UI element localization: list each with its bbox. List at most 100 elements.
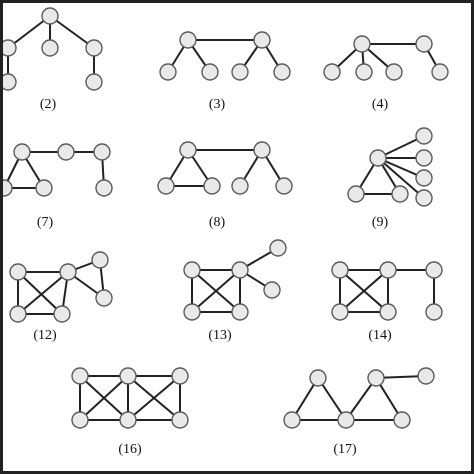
graph-16-edge <box>79 375 129 421</box>
graph-9-edge <box>377 157 425 199</box>
graph-9-node <box>415 149 433 167</box>
graph-2-node <box>0 73 17 91</box>
graph-3-node <box>231 63 249 81</box>
graph-13-edge <box>191 269 241 313</box>
graph-12-node <box>95 289 113 307</box>
graph-3-node <box>253 31 271 49</box>
graph-8 <box>157 141 293 195</box>
graph-13-node <box>231 261 249 279</box>
graph-3-node <box>159 63 177 81</box>
graph-14-node <box>425 303 443 321</box>
graph-4-node <box>385 63 403 81</box>
graph-13-node <box>183 303 201 321</box>
graph-14-node <box>331 303 349 321</box>
graph-8-node <box>231 177 249 195</box>
graph-label-2: (2) <box>39 97 57 112</box>
graph-label-12: (12) <box>33 328 57 343</box>
graph-12-node <box>59 263 77 281</box>
graph-label-16: (16) <box>118 442 142 457</box>
graph-8-node <box>179 141 197 159</box>
graph-16-node <box>171 411 189 429</box>
graph-9 <box>347 127 433 207</box>
graph-label-13: (13) <box>208 328 232 343</box>
graph-2 <box>0 7 103 91</box>
graph-8-node <box>275 177 293 195</box>
graph-17-node <box>367 369 385 387</box>
graph-9-node <box>415 189 433 207</box>
graph-16-node <box>71 367 89 385</box>
graph-7-node <box>13 143 31 161</box>
graph-3-node <box>179 31 197 49</box>
graph-17-node <box>417 367 435 385</box>
graph-12-node <box>9 305 27 323</box>
graph-4-node <box>355 63 373 81</box>
graph-13-node <box>183 261 201 279</box>
graph-2-node <box>85 39 103 57</box>
graph-12-node <box>53 305 71 323</box>
graph-2-node <box>41 7 59 25</box>
graph-7-node <box>95 179 113 197</box>
graph-16-node <box>71 411 89 429</box>
graph-16 <box>71 367 189 429</box>
graph-13-node <box>269 239 287 257</box>
graph-17 <box>283 367 435 429</box>
graph-7-node <box>35 179 53 197</box>
graph-12-node <box>91 251 109 269</box>
graph-8-node <box>203 177 221 195</box>
graph-label-17: (17) <box>333 442 357 457</box>
graph-9-node <box>347 185 365 203</box>
graph-2-node <box>85 73 103 91</box>
graph-13 <box>183 239 287 321</box>
graph-3 <box>159 31 291 81</box>
graph-14-node <box>379 303 397 321</box>
graph-3-node <box>201 63 219 81</box>
graph-4-node <box>415 35 433 53</box>
graph-16-edge <box>127 375 181 421</box>
graph-8-node <box>253 141 271 159</box>
graph-12-edge <box>17 271 63 315</box>
graph-17-node <box>309 369 327 387</box>
graph-label-14: (14) <box>368 328 392 343</box>
graph-4-node <box>353 35 371 53</box>
graph-2-node <box>41 39 59 57</box>
graph-12-node <box>9 263 27 281</box>
graph-7 <box>0 143 113 197</box>
graph-16-node <box>171 367 189 385</box>
graph-13-node <box>263 281 281 299</box>
graph-13-node <box>231 303 249 321</box>
graph-2-edge <box>7 15 51 49</box>
graph-9-node <box>415 169 433 187</box>
graph-17-node <box>337 411 355 429</box>
graph-14-node <box>331 261 349 279</box>
graph-7-node <box>0 179 13 197</box>
graph-4-node <box>431 63 449 81</box>
graph-label-9: (9) <box>371 215 389 230</box>
graph-12 <box>9 251 113 323</box>
graph-label-8: (8) <box>208 215 226 230</box>
graph-16-node <box>119 411 137 429</box>
graph-14-edge <box>339 269 389 313</box>
graph-8-node <box>157 177 175 195</box>
graph-7-node <box>57 143 75 161</box>
graph-17-node <box>283 411 301 429</box>
graph-7-node <box>93 143 111 161</box>
graph-9-node <box>391 185 409 203</box>
graph-14-node <box>379 261 397 279</box>
graph-4-node <box>323 63 341 81</box>
graph-14 <box>331 261 443 321</box>
graph-9-node <box>369 149 387 167</box>
graph-2-node <box>0 39 17 57</box>
graph-9-node <box>415 127 433 145</box>
graph-12-edge <box>17 271 69 315</box>
graph-label-7: (7) <box>36 215 54 230</box>
graph-17-node <box>393 411 411 429</box>
graph-4 <box>323 35 449 81</box>
graph-3-node <box>273 63 291 81</box>
graph-14-node <box>425 261 443 279</box>
graph-label-4: (4) <box>371 97 389 112</box>
graph-2-edge <box>49 15 95 49</box>
graph-16-node <box>119 367 137 385</box>
graph-label-3: (3) <box>208 97 226 112</box>
